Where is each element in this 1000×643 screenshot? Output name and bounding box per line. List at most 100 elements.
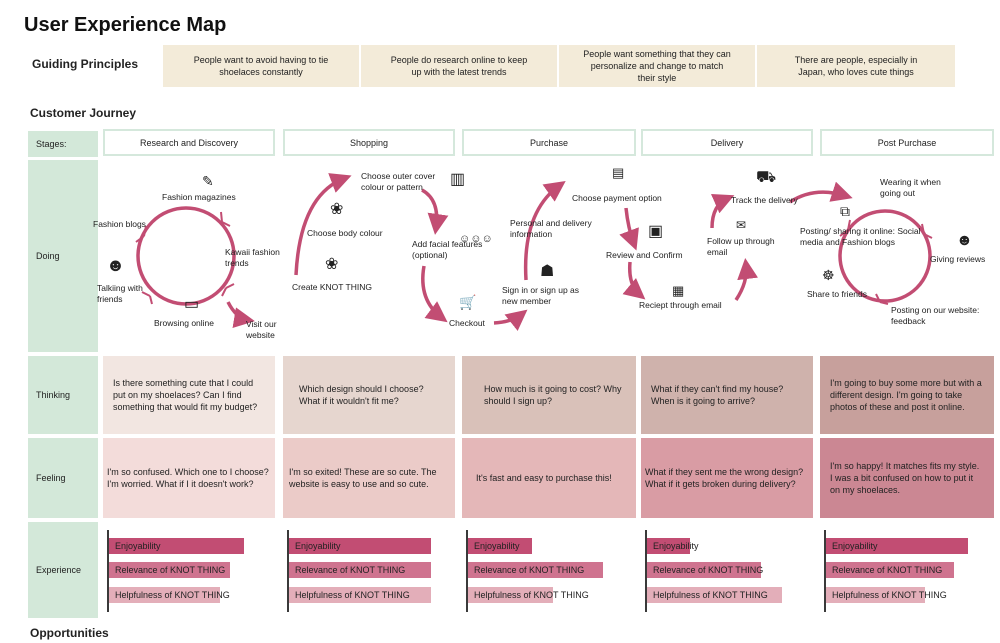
stage-delivery: Delivery xyxy=(641,129,813,156)
doing-share-friends: Share to friends xyxy=(807,289,868,299)
add-user-icon: ☗ xyxy=(540,263,555,280)
doing-posting-website: Posting on our website: feedback xyxy=(891,305,980,326)
stage-post-purchase: Post Purchase xyxy=(820,129,994,156)
doing-fashion-blogs: Fashion blogs xyxy=(93,219,146,229)
experience-bar: Relevance of KNOT THING xyxy=(109,562,230,578)
monitor-icon: ▣ xyxy=(648,223,664,240)
group-icon: ☸ xyxy=(822,267,835,283)
doing-personal-info: Personal and delivery information xyxy=(510,218,592,239)
arrow-to-track xyxy=(710,194,735,229)
friends-icon: ☻ xyxy=(106,255,125,275)
principle-text: There are people, especially in Japan, w… xyxy=(794,55,918,77)
row-label-thinking: Thinking xyxy=(28,356,98,434)
doing-wearing-out: Wearing it when going out xyxy=(880,177,941,198)
row-label-doing: Doing xyxy=(28,160,98,352)
experience-bar: Relevance of KNOT THING xyxy=(289,562,431,578)
doing-browsing-online: Browsing online xyxy=(154,318,215,328)
doing-receipt-email: Reciept through email xyxy=(639,300,722,310)
principle-card: People do research online to keep up wit… xyxy=(361,45,557,87)
doing-checkout: Checkout xyxy=(449,318,485,328)
experience-bar: Enjoyability xyxy=(468,538,532,554)
experience-axis xyxy=(466,530,468,612)
row-label-experience: Experience xyxy=(28,522,98,618)
experience-bar: Relevance of KNOT THING xyxy=(468,562,603,578)
experience-axis xyxy=(824,530,826,612)
doing-choose-body: Choose body colour xyxy=(307,228,383,238)
doing-fashion-magazines: Fashion magazines xyxy=(162,192,236,202)
arrow-to-receipt xyxy=(622,261,646,300)
experience-bar: Helpfulness of KNOT THING xyxy=(468,587,589,603)
experience-bar: Enjoyability xyxy=(826,538,968,554)
experience-axis xyxy=(645,530,647,612)
feeling-post-purchase: I'm so happy! It matches fits my style. … xyxy=(820,438,994,518)
receipt-icon: ▦ xyxy=(672,283,685,298)
doing-posting-sharing: Posting/ sharing it online: Social media… xyxy=(800,226,921,247)
row-label-stages: Stages: xyxy=(28,131,98,157)
arrow-to-website xyxy=(226,301,255,329)
doing-sign-in: Sign in or sign up as new member xyxy=(502,285,580,306)
experience-bar: Relevance of KNOT THING xyxy=(647,562,763,578)
experience-axis xyxy=(287,530,289,612)
principle-card: There are people, especially in Japan, w… xyxy=(757,45,955,87)
feeling-purchase: It's fast and easy to purchase this! xyxy=(462,438,636,518)
arrow-to-review xyxy=(619,207,639,251)
experience-bar: Helpfulness of KNOT THING xyxy=(289,587,431,603)
thinking-shopping: Which design should I choose? What if it… xyxy=(283,356,455,434)
row-label-feeling: Feeling xyxy=(28,438,98,518)
stage-purchase: Purchase xyxy=(462,129,636,156)
experience-axis xyxy=(107,530,109,612)
thinking-delivery: What if they can't find my house? When i… xyxy=(641,356,813,434)
doing-create-knot: Create KNOT THING xyxy=(292,282,372,292)
doing-choose-payment: Choose payment option xyxy=(572,193,662,203)
experience-bar: Helpfulness of KNOT THING xyxy=(109,587,230,603)
card-icon: ▤ xyxy=(612,165,625,180)
arrow-to-cover xyxy=(294,173,352,276)
stage-shopping: Shopping xyxy=(283,129,455,156)
page-title: User Experience Map xyxy=(24,14,227,36)
feeling-delivery: What if they sent me the wrong design? W… xyxy=(641,438,813,518)
principle-text: People want something that they can pers… xyxy=(583,49,731,83)
thinking-post-purchase: I'm going to buy some more but with a di… xyxy=(820,356,994,434)
share-screens-icon: ⧉ xyxy=(840,203,850,219)
experience-bar: Enjoyability xyxy=(647,538,699,554)
arrow-to-checkout xyxy=(421,265,448,323)
doing-add-facial: Add facial features (optional) xyxy=(412,239,483,260)
principle-card: People want something that they can pers… xyxy=(559,45,755,87)
faces-icon: ☺☺☺ xyxy=(459,233,493,245)
experience-bar: Enjoyability xyxy=(109,538,244,554)
customer-journey-label: Customer Journey xyxy=(30,106,137,120)
experience-bar: Enjoyability xyxy=(289,538,431,554)
cart-icon: 🛒 xyxy=(459,294,477,310)
doing-talking-friends: Talkiing with friends xyxy=(97,283,143,304)
experience-bar: Relevance of KNOT THING xyxy=(826,562,954,578)
arrow-to-wearing xyxy=(789,181,853,204)
guiding-principles-label: Guiding Principles xyxy=(32,57,139,71)
arrow-to-signin xyxy=(493,309,528,331)
magazine-icon: ✎ xyxy=(202,173,214,189)
feeling-shopping: I'm so exited! These are so cute. The we… xyxy=(283,438,455,518)
doing-follow-up: Follow up through email xyxy=(707,236,775,257)
principle-card: People want to avoid having to tie shoel… xyxy=(163,45,359,87)
doing-kawaii-trends: Kawaii fashion trends xyxy=(225,247,280,268)
experience-bar: Helpfulness of KNOT THING xyxy=(647,587,782,603)
doing-review-confirm: Review and Confirm xyxy=(606,250,683,260)
laptop-icon: ▭ xyxy=(184,296,200,313)
stage-research: Research and Discovery xyxy=(103,129,275,156)
experience-bar: Helpfulness of KNOT THING xyxy=(826,587,947,603)
email-icon: ✉ xyxy=(736,218,747,232)
thinking-research: Is there something cute that I could put… xyxy=(103,356,275,434)
doing-choose-cover: Choose outer cover colour or pattern xyxy=(361,171,436,192)
pattern-icon: ▥ xyxy=(450,171,466,188)
arrow-to-facial xyxy=(421,188,449,235)
doing-giving-reviews: Giving reviews xyxy=(930,254,986,264)
feeling-research: I'm so confused. Which one to I choose? … xyxy=(103,438,275,518)
arrow-to-followup xyxy=(734,258,759,301)
post-purchase-cycle xyxy=(838,209,932,303)
doing-visit-website: Visit our website xyxy=(246,319,277,340)
truck-icon: ⛟ xyxy=(756,169,777,186)
reviews-icon: ☻ xyxy=(956,232,973,249)
opportunities-label: Opportunities xyxy=(30,626,109,640)
principle-text: People want to avoid having to tie shoel… xyxy=(193,55,329,77)
